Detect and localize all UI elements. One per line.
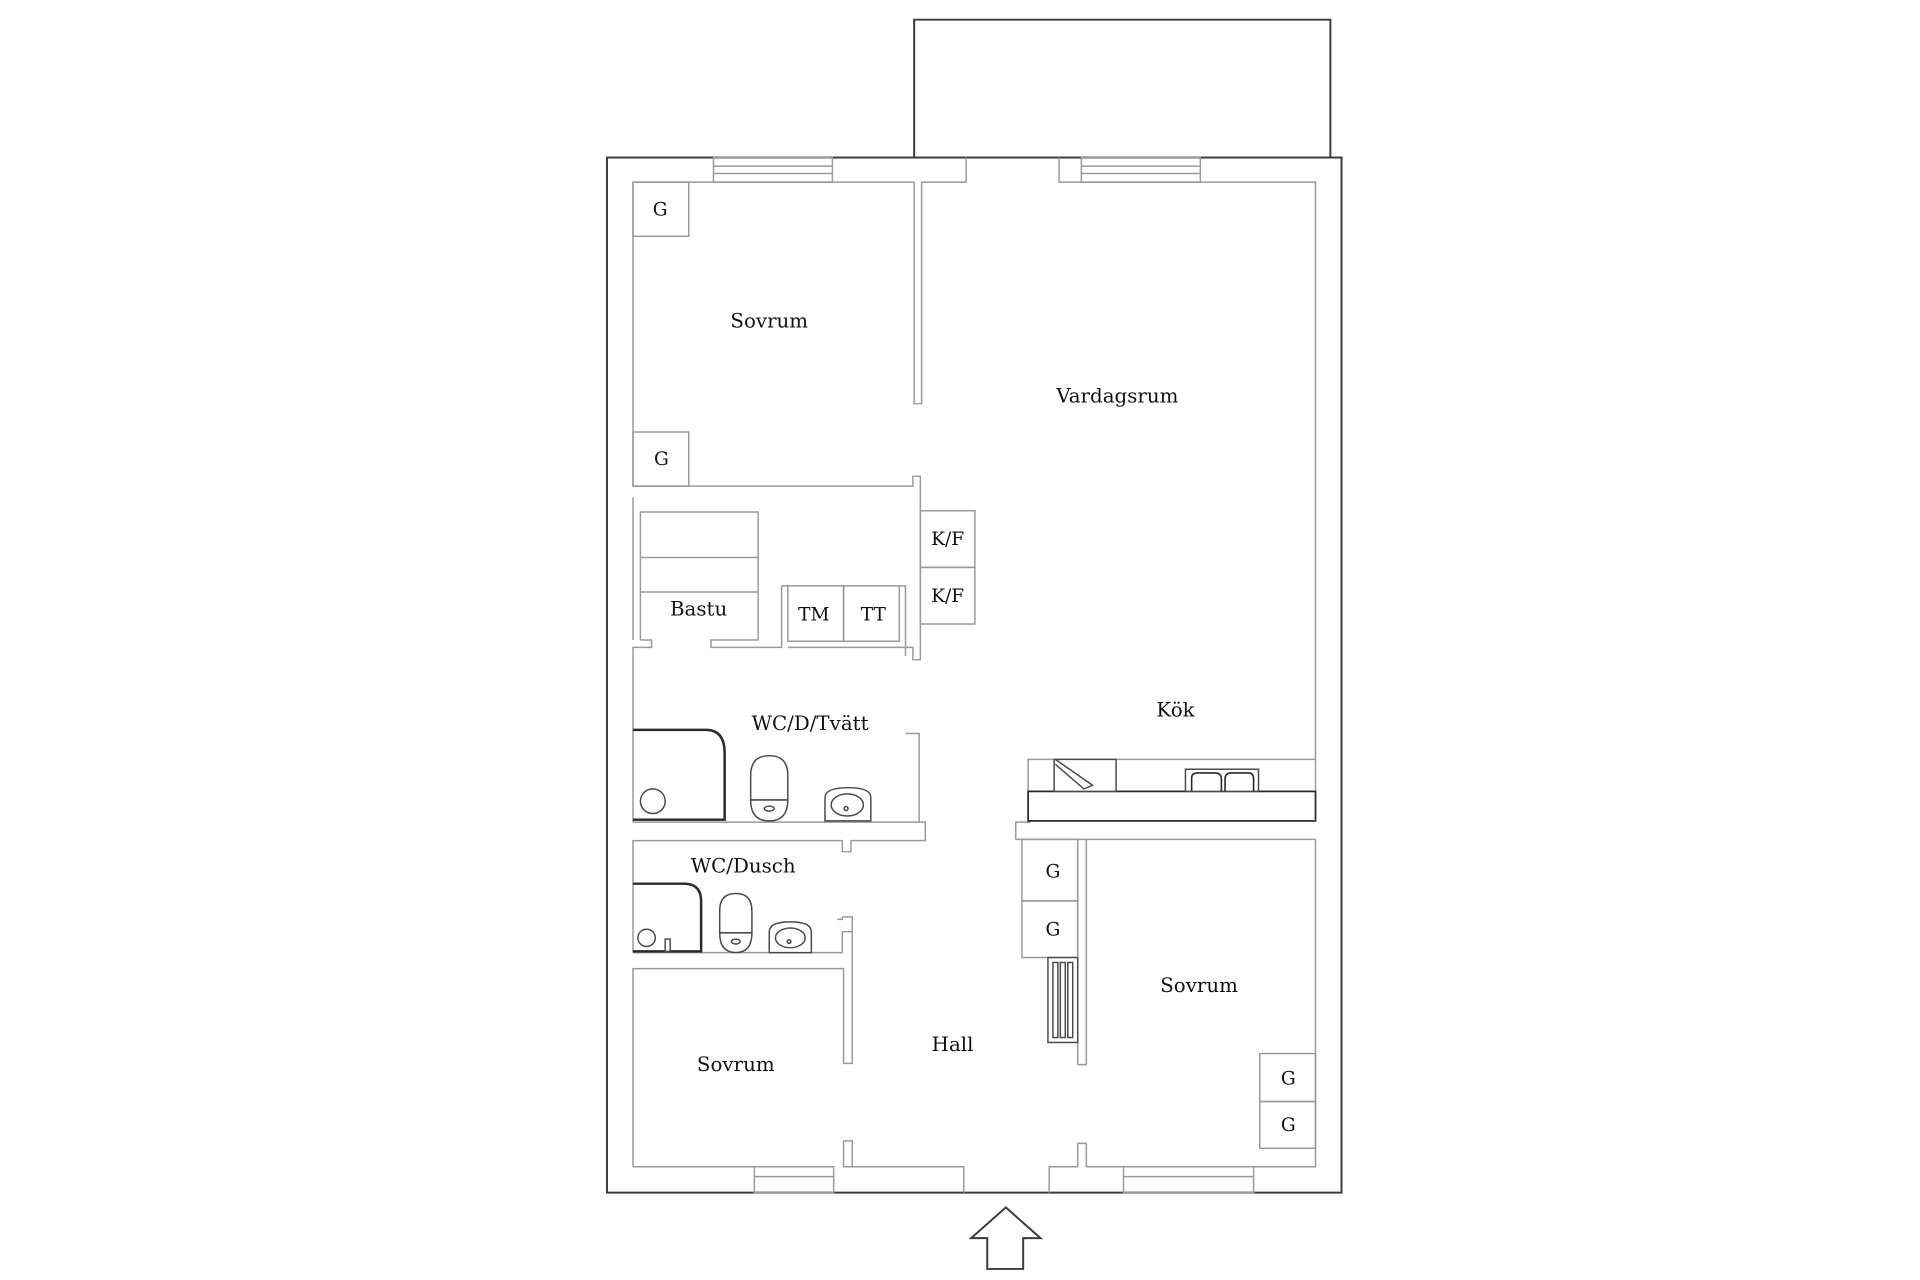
shower-icon bbox=[632, 728, 726, 821]
wardrobe-label: G bbox=[653, 199, 668, 220]
shower-icon bbox=[632, 882, 703, 953]
window-top-left bbox=[712, 156, 834, 183]
window-top-right bbox=[1080, 156, 1202, 183]
outer-wall bbox=[605, 156, 1343, 1194]
washer-dryer-units bbox=[781, 585, 907, 656]
sink-icon bbox=[768, 921, 813, 954]
wardrobe-label: G bbox=[1045, 862, 1060, 883]
dryer-label: TT bbox=[861, 604, 887, 625]
room-label-vardagsrum: Vardagsrum bbox=[1055, 385, 1178, 408]
room-label-sovrum-sw: Sovrum bbox=[697, 1053, 775, 1076]
room-label-hall: Hall bbox=[932, 1033, 974, 1056]
washer-label: TM bbox=[798, 604, 829, 625]
arrow-up-icon bbox=[968, 1206, 1044, 1270]
wardrobe-label: G bbox=[1045, 919, 1060, 940]
window-bottom-right bbox=[1122, 1166, 1255, 1194]
room-label-bastu: Bastu bbox=[670, 597, 727, 620]
sink-icon bbox=[824, 786, 872, 822]
wardrobes bbox=[632, 181, 1317, 1150]
fridge-freezer-label: K/F bbox=[931, 529, 964, 550]
toilet-icon bbox=[749, 754, 789, 822]
wardrobe-label: G bbox=[654, 449, 669, 470]
wardrobe-label: G bbox=[1281, 1115, 1296, 1136]
fridge-freezer-label: K/F bbox=[931, 586, 964, 607]
fridge-freezer-units bbox=[919, 510, 976, 625]
balcony bbox=[913, 18, 1332, 158]
kitchen-sink-icon bbox=[1184, 768, 1260, 793]
toilet-icon bbox=[718, 892, 753, 954]
inner-walls bbox=[632, 156, 1317, 1194]
room-label-sovrum-se: Sovrum bbox=[1160, 974, 1238, 997]
room-label-wc-dusch: WC/Dusch bbox=[691, 855, 796, 878]
kitchen-counter bbox=[1027, 758, 1317, 822]
room-label-kok: Kök bbox=[1156, 698, 1195, 721]
radiator-icon bbox=[1047, 956, 1079, 1044]
room-label-wc-d-tvatt: WC/D/Tvätt bbox=[752, 712, 869, 735]
stove-icon bbox=[1053, 758, 1117, 793]
room-label-sovrum-nw: Sovrum bbox=[730, 309, 808, 332]
wardrobe-label: G bbox=[1281, 1068, 1296, 1089]
window-bottom-left bbox=[753, 1166, 835, 1194]
